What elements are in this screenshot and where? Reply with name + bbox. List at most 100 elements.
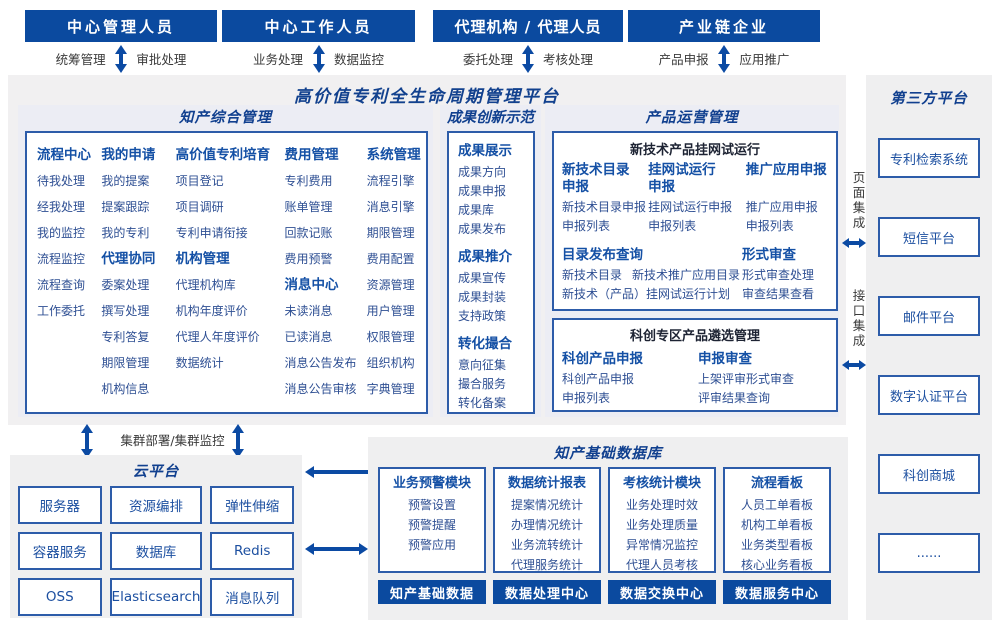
- menu-columns: 新技术目录申报 新技术目录申报申报列表 挂网试运行申报 挂网试运行申报申报列表 …: [554, 158, 836, 236]
- menu-item: 经我处理: [37, 200, 86, 214]
- menu-item: 人员工单看板: [740, 498, 813, 512]
- actor-role-label: 委托处理: [462, 52, 513, 67]
- menu-group: 消息中心 未读消息已读消息消息公告发布消息公告审核: [284, 272, 366, 402]
- platform-panel: 高价值专利全生命周期管理平台 知产综合管理 流程中心 待我处理经我处理我的监控流…: [8, 75, 846, 425]
- menu-group: 转化撮合 意向征集撮合服务转化备案: [458, 332, 533, 413]
- updown-arrow-icon: [316, 54, 321, 64]
- group-heading: 成果展示: [458, 143, 512, 159]
- menu-list: 人员工单看板机构工单看板业务类型看板核心业务看板: [725, 495, 829, 575]
- data-center-bar: 数据处理中心: [493, 580, 601, 604]
- actor-role-label: 考核处理: [542, 52, 593, 67]
- menu-item: 预警应用: [407, 538, 456, 552]
- menu-list: 待我处理经我处理我的监控流程监控流程查询工作委托: [37, 168, 101, 324]
- menu-item: 我的监控: [37, 226, 86, 240]
- achievement-menu-box: 成果展示 成果方向成果申报成果库成果发布 成果推介 成果宣传成果封装支持政策 转…: [447, 131, 535, 414]
- group-heading: 新技术目录申报: [562, 162, 630, 195]
- group-heading: 系统管理: [366, 147, 421, 163]
- menu-list: 新技术目录新技术推广应用目录新技术（产品）挂网试运行计划: [562, 266, 742, 304]
- menu-item: 机构年度评价: [175, 304, 248, 318]
- menu-group: 成果推介 成果宣传成果封装支持政策: [458, 245, 533, 326]
- menu-item: 消息公告发布: [284, 356, 357, 370]
- box-title: 科创专区产品遴选管理: [629, 329, 760, 344]
- menu-item: 预警提醒: [407, 518, 456, 532]
- menu-item: 代理人年度评价: [175, 330, 260, 344]
- actor-roles: 业务处理 数据监控: [222, 49, 415, 68]
- menu-group: 新技术目录申报 新技术目录申报申报列表: [562, 162, 648, 236]
- third-party-system: ......: [878, 533, 980, 573]
- updown-arrow-icon: [722, 54, 726, 64]
- updown-arrow-icon: [526, 54, 530, 64]
- group-heading: 转化撮合: [458, 336, 512, 352]
- group-heading: 高价值专利培育: [175, 147, 271, 163]
- group-heading: 业务预警模块: [392, 476, 471, 491]
- menu-item: 申报列表: [562, 391, 611, 405]
- cloud-service: OSS: [18, 578, 102, 616]
- menu-column: 流程中心 待我处理经我处理我的监控流程监控流程查询工作委托: [37, 142, 101, 412]
- group-heading: 消息中心: [284, 277, 339, 293]
- menu-list: 代理机构库机构年度评价代理人年度评价数据统计: [176, 272, 285, 376]
- menu-list: 新技术目录申报申报列表: [562, 198, 648, 236]
- menu-list: 提案情况统计办理情况统计业务流转统计代理服务统计: [495, 495, 599, 575]
- page-integration-label: 页面集成: [852, 170, 866, 230]
- section-ip-management: 知产综合管理 流程中心 待我处理经我处理我的监控流程监控流程查询工作委托 我的申…: [18, 105, 433, 417]
- menu-item: 消息引擎: [366, 200, 415, 214]
- menu-item: 代理人员考核: [625, 558, 698, 572]
- menu-column: 高价值专利培育 项目登记项目调研专利申请衔接 机构管理 代理机构库机构年度评价代…: [176, 142, 285, 412]
- menu-item: 已读消息: [284, 330, 333, 344]
- actor-title: 产业链企业: [628, 10, 820, 42]
- menu-item: 成果方向: [458, 165, 507, 179]
- section-title: 知产综合管理: [179, 110, 272, 126]
- menu-item: 业务处理质量: [625, 518, 698, 532]
- menu-list: 预警设置预警提醒预警应用: [380, 495, 484, 555]
- left-arrow-icon: [314, 470, 368, 474]
- menu-column: 系统管理 流程引擎消息引擎期限管理费用配置资源管理用户管理权限管理组织机构字典管…: [367, 142, 426, 412]
- cloud-service: 消息队列: [210, 578, 294, 616]
- database-module: 流程看板 人员工单看板机构工单看板业务类型看板核心业务看板 数据服务中心: [723, 467, 831, 604]
- menu-item: 撰写处理: [101, 304, 150, 318]
- section-title: 成果创新示范: [447, 110, 534, 126]
- menu-item: 账单管理: [284, 200, 333, 214]
- api-integration-label: 接口集成: [852, 288, 866, 348]
- menu-item: 流程监控: [37, 252, 86, 266]
- menu-list: 意向征集撮合服务转化备案: [458, 356, 533, 413]
- menu-item: 成果库: [458, 203, 495, 217]
- group-heading: 成果推介: [458, 249, 512, 265]
- menu-column: 费用管理 专利费用账单管理回款记账费用预警 消息中心 未读消息已读消息消息公告发…: [284, 142, 366, 412]
- sci-tech-selection-box: 科创专区产品遴选管理 科创产品申报 科创产品申报申报列表 申报审查 上架评审形式…: [552, 318, 838, 412]
- leftright-arrow-icon: [849, 241, 859, 245]
- menu-list: 我的提案提案跟踪我的专利: [101, 168, 175, 246]
- cloud-service: Elasticsearch: [109, 578, 203, 616]
- menu-list: 项目登记项目调研专利申请衔接: [176, 168, 285, 246]
- menu-item: 审查结果查看: [742, 287, 815, 301]
- actor-industry-chain: 产业链企业 产品申报 应用推广: [628, 10, 820, 68]
- data-center-bar: 数据交换中心: [608, 580, 716, 604]
- menu-item: 用户管理: [366, 304, 415, 318]
- menu-group: 机构管理 代理机构库机构年度评价代理人年度评价数据统计: [176, 246, 285, 376]
- menu-item: 期限管理: [101, 356, 150, 370]
- menu-item: 代理服务统计: [510, 558, 583, 572]
- menu-list: 专利费用账单管理回款记账费用预警: [284, 168, 366, 272]
- actor-role-label: 审批处理: [136, 52, 187, 67]
- section-product-operations: 产品运营管理 新技术产品挂网试运行 新技术目录申报 新技术目录申报申报列表 挂网…: [545, 105, 839, 417]
- ip-menu-box: 流程中心 待我处理经我处理我的监控流程监控流程查询工作委托 我的申请 我的提案提…: [25, 131, 428, 414]
- third-party-system: 短信平台: [878, 217, 980, 257]
- menu-item: 权限管理: [366, 330, 415, 344]
- panel-title: 知产基础数据库: [553, 446, 663, 462]
- menu-group: 我的申请 我的提案提案跟踪我的专利: [101, 142, 175, 246]
- menu-item: 申报列表: [562, 219, 611, 233]
- cloud-service: 容器服务: [18, 532, 102, 570]
- menu-item: 评审结果查询: [698, 391, 771, 405]
- menu-item: 成果发布: [458, 222, 507, 236]
- menu-item: 形式审查处理: [742, 268, 815, 282]
- menu-item: 机构工单看板: [740, 518, 813, 532]
- menu-item: 我的提案: [101, 174, 150, 188]
- menu-item: 字典管理: [366, 382, 415, 396]
- menu-item: 费用配置: [366, 252, 415, 266]
- menu-list: 成果宣传成果封装支持政策: [458, 269, 533, 326]
- module-box: 流程看板 人员工单看板机构工单看板业务类型看板核心业务看板: [723, 467, 831, 573]
- platform-title: 高价值专利全生命周期管理平台: [294, 87, 560, 107]
- menu-item: 业务流转统计: [510, 538, 583, 552]
- menu-item: 委案处理: [101, 278, 150, 292]
- third-party-system: 科创商城: [878, 454, 980, 494]
- module-box: 数据统计报表 提案情况统计办理情况统计业务流转统计代理服务统计: [493, 467, 601, 573]
